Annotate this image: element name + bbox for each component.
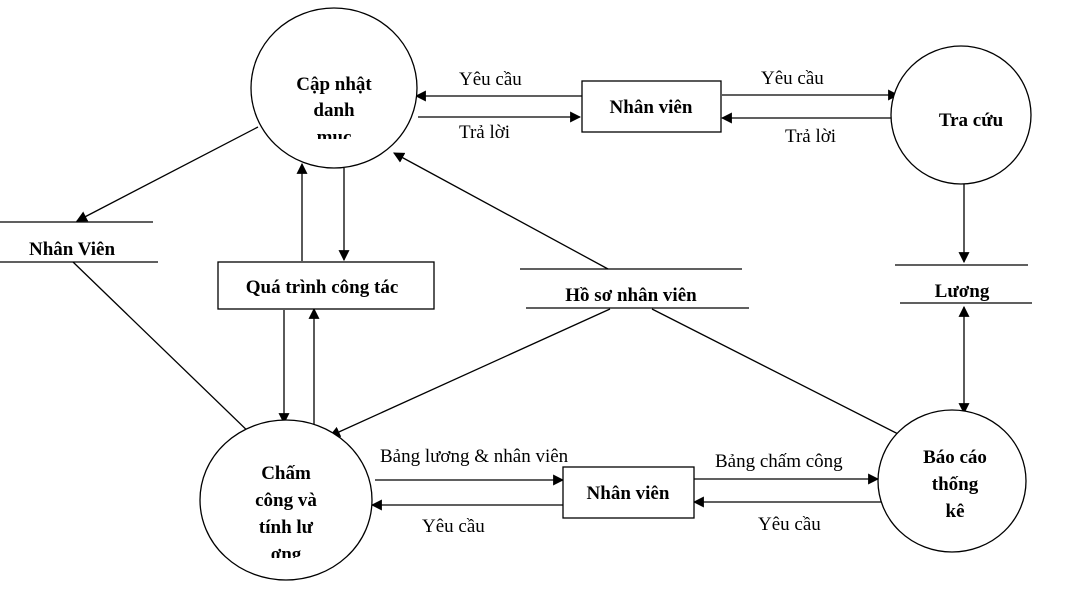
entity-qua-trinh-label: Quá trình công tác [246,277,399,298]
flow-hoso-to-capnhat-arrow [393,152,609,270]
store-nhan-vien-left: Nhân Viên [0,221,158,263]
flow-lines [72,89,970,511]
entity-nhan-vien-top: Nhân viên [581,80,722,133]
flow-bottom-right-request-label: Yêu cầu [758,514,821,535]
flow-bottom-right-attendance-label: Bảng chấm công [715,451,843,472]
process-cap-nhat-line-3: mục [317,127,352,148]
flow-top-left-request-label: Yêu cầu [459,69,522,90]
process-cap-nhat-line-1: Cập nhật [296,74,372,95]
process-bao-cao-line-3: kê [946,501,965,522]
process-cap-nhat: Cập nhật danh mục [250,7,418,169]
store-luong: Lương [895,264,1032,304]
entity-nhan-vien-bottom: Nhân viên [562,466,695,519]
entity-nhan-vien-bottom-label: Nhân viên [587,483,670,504]
flow-hoso-to-chamcong-arrow [328,308,611,437]
flow-bottom-left-request-label: Yêu cầu [422,516,485,537]
flow-labels: Yêu cầu Trả lời Yêu cầu Trả lời Bảng lươ… [380,68,843,537]
process-cham-cong-line-1: Chấm [261,463,311,484]
entity-qua-trinh: Quá trình công tác [217,261,435,310]
flow-top-right-reply-label: Trả lời [785,126,836,147]
process-bao-cao-line-1: Báo cáo [923,447,987,468]
process-tra-cuu: Tra cứu [890,45,1032,185]
process-bao-cao-line-2: thống [932,474,979,495]
flow-capnhat-to-store-arrow [76,126,259,222]
process-cap-nhat-line-2: danh [313,100,355,121]
process-tra-cuu-label: Tra cứu [939,110,1004,131]
store-luong-label: Lương [935,281,990,302]
entity-nhan-vien-top-label: Nhân viên [610,97,693,118]
process-bao-cao: Báo cáo thống kê [877,409,1027,553]
flow-top-left-reply-label: Trả lời [459,122,510,143]
process-cham-cong-line-4: ơng [271,544,302,565]
flow-store-to-chamcong-arrow [72,261,256,439]
flow-top-right-request-label: Yêu cầu [761,68,824,89]
flow-bottom-left-payroll-label: Bảng lương & nhân viên [380,446,569,467]
store-ho-so-label: Hồ sơ nhân viên [565,285,697,306]
store-ho-so: Hồ sơ nhân viên [520,268,749,309]
process-cham-cong-line-3: tính lư [259,517,314,538]
process-cham-cong-line-2: công và [255,490,317,511]
store-nhan-vien-left-label: Nhân Viên [29,239,115,260]
flow-hoso-to-baocao-arrow [651,308,911,441]
process-cham-cong: Chấm công và tính lư ơng [199,419,373,581]
